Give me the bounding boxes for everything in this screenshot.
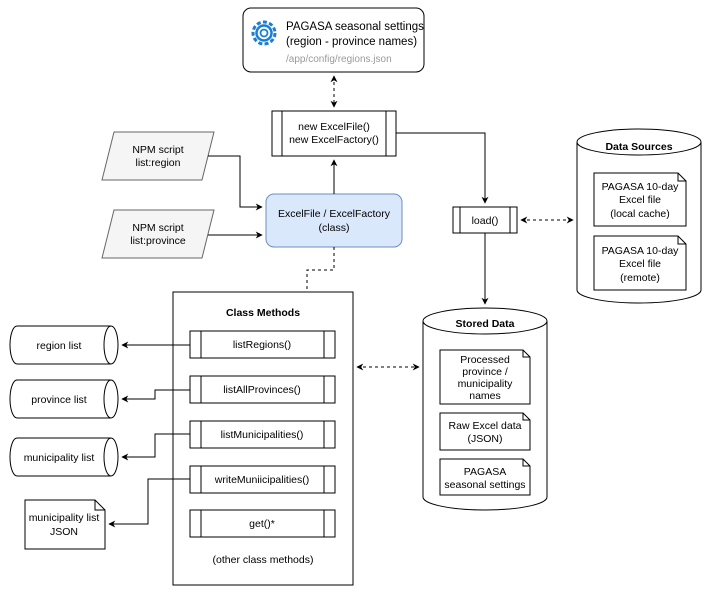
- svg-text:names: names: [469, 390, 501, 402]
- svg-text:Processed: Processed: [460, 354, 510, 366]
- svg-text:region list: region list: [37, 340, 82, 352]
- svg-text:province list: province list: [31, 394, 87, 406]
- connectors: [108, 75, 574, 528]
- region-list-output: region list: [9, 325, 119, 365]
- svg-text:PAGASA 10-day: PAGASA 10-day: [602, 245, 680, 257]
- svg-text:listAllProvinces(): listAllProvinces(): [223, 384, 301, 396]
- class-methods-footer: (other class methods): [213, 554, 314, 566]
- gear-icon: [251, 20, 277, 46]
- class-methods-title: Class Methods: [226, 307, 300, 319]
- load-box: load(): [452, 206, 518, 234]
- data-sources-cylinder: Data Sources PAGASA 10-day Excel file (l…: [576, 128, 702, 304]
- stored-item: Processed province / municipality names: [439, 349, 531, 405]
- class-line2: (class): [319, 222, 350, 234]
- svg-text:get()*: get()*: [249, 518, 275, 530]
- class-box: ExcelFile / ExcelFactory (class): [265, 193, 403, 248]
- npm-province-line2: list:province: [130, 235, 186, 247]
- method-list-all-provinces: listAllProvinces(): [189, 375, 336, 404]
- constructor-line1: new ExcelFile(): [298, 121, 370, 133]
- svg-text:municipality list: municipality list: [29, 512, 100, 524]
- npm-region-line2: list:region: [136, 157, 181, 169]
- method-list-regions: listRegions(): [189, 330, 336, 359]
- svg-text:PAGASA 10-day: PAGASA 10-day: [602, 181, 680, 193]
- npm-script-region: NPM script list:region: [101, 131, 215, 181]
- svg-text:listMunicipalities(): listMunicipalities(): [221, 429, 304, 441]
- method-get: get()*: [189, 509, 336, 538]
- svg-text:(remote): (remote): [620, 272, 660, 284]
- data-source-item: PAGASA 10-day Excel file (remote): [593, 235, 687, 291]
- stored-data-cylinder: Stored Data Processed province / municip…: [422, 307, 548, 511]
- svg-text:seasonal settings: seasonal settings: [444, 479, 525, 491]
- class-methods-container: Class Methods listRegions() listAllProvi…: [172, 291, 354, 586]
- svg-text:listRegions(): listRegions(): [233, 339, 291, 351]
- class-line1: ExcelFile / ExcelFactory: [278, 208, 391, 220]
- constructor-line2: new ExcelFactory(): [289, 134, 379, 146]
- config-box: PAGASA seasonal settings (region - provi…: [242, 7, 425, 73]
- svg-text:province /: province /: [462, 366, 508, 378]
- config-title-line2: (region - province names): [286, 36, 417, 48]
- svg-text:(local cache): (local cache): [610, 208, 670, 220]
- constructor-box: new ExcelFile() new ExcelFactory(): [271, 110, 397, 157]
- svg-text:municipality: municipality: [458, 378, 514, 390]
- province-list-output: province list: [9, 379, 119, 419]
- data-sources-title: Data Sources: [605, 141, 672, 153]
- svg-text:(JSON): (JSON): [468, 433, 503, 445]
- svg-text:Raw Excel data: Raw Excel data: [449, 420, 522, 432]
- data-source-item: PAGASA 10-day Excel file (local cache): [593, 172, 687, 227]
- municipality-json-output: municipality list JSON: [24, 499, 106, 550]
- method-list-municipalities: listMunicipalities(): [189, 420, 336, 449]
- npm-province-line1: NPM script: [132, 222, 183, 234]
- stored-data-title: Stored Data: [456, 318, 515, 330]
- stored-item: PAGASA seasonal settings: [439, 458, 531, 496]
- svg-text:PAGASA: PAGASA: [464, 466, 506, 478]
- config-title-line1: PAGASA seasonal settings: [286, 21, 424, 33]
- config-path: /app/config/regions.json: [286, 54, 392, 65]
- municipality-list-output: municipality list: [9, 437, 119, 477]
- load-label: load(): [472, 215, 499, 227]
- svg-text:writeMuniicipalities(): writeMuniicipalities(): [214, 474, 310, 486]
- svg-text:Excel file: Excel file: [619, 258, 661, 270]
- stored-item: Raw Excel data (JSON): [439, 412, 531, 451]
- svg-text:JSON: JSON: [50, 526, 78, 538]
- npm-region-line1: NPM script: [132, 144, 183, 156]
- svg-text:Excel file: Excel file: [619, 194, 661, 206]
- svg-text:municipality list: municipality list: [24, 452, 95, 464]
- method-write-municipalities: writeMuniicipalities(): [189, 465, 336, 494]
- npm-script-province: NPM script list:province: [101, 209, 215, 259]
